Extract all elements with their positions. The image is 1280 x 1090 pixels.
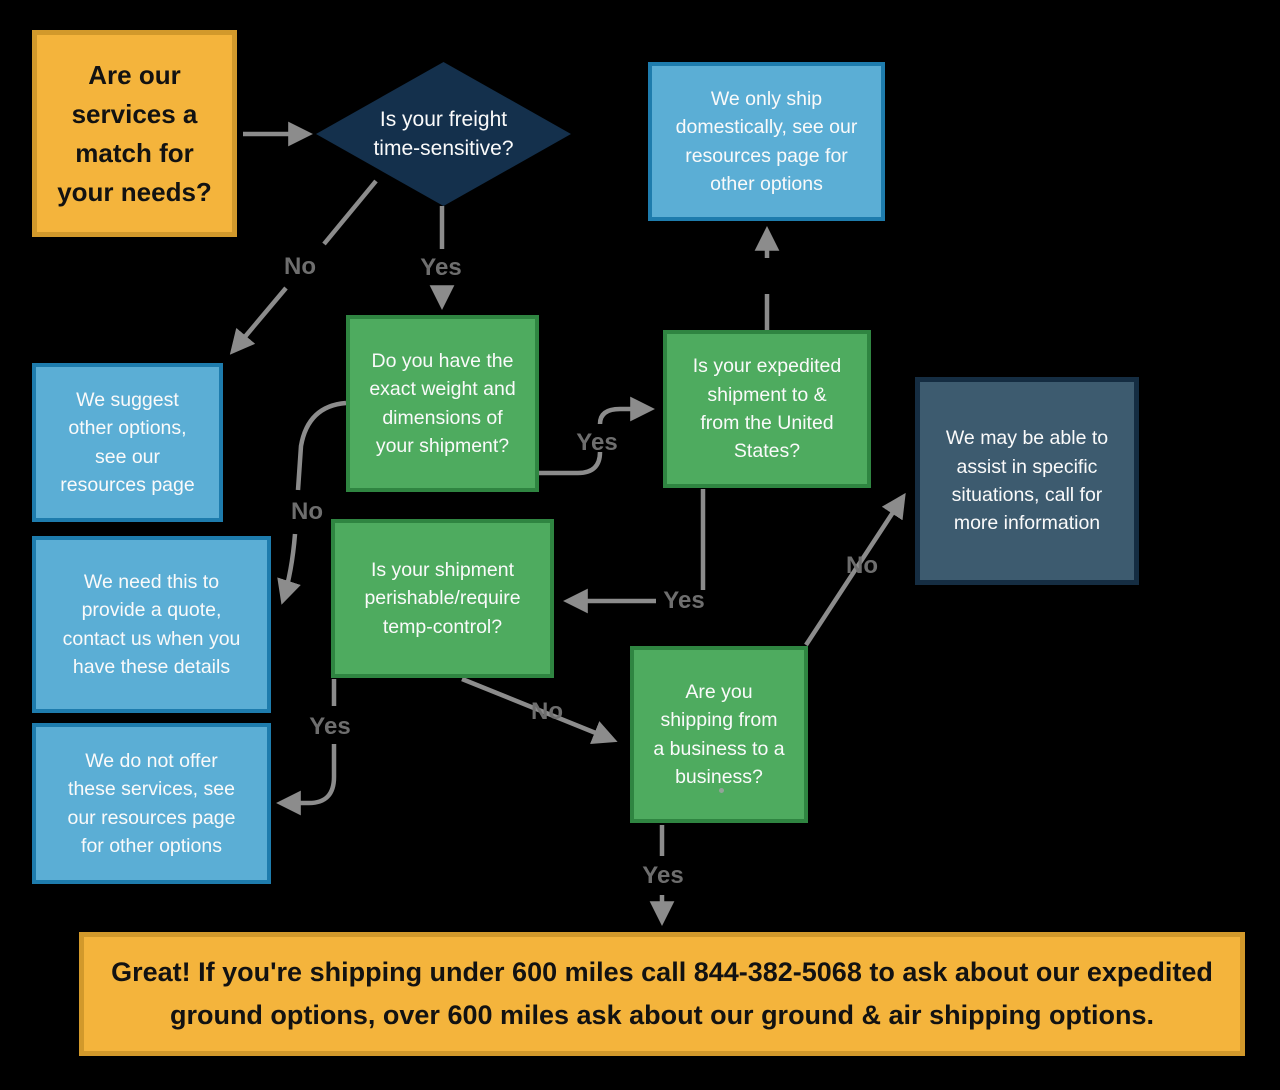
node-assist-result: We may be able to assist in specific sit… bbox=[915, 377, 1139, 585]
node-perishable-question: Is your shipment perishable/require temp… bbox=[331, 519, 554, 678]
node-time-sensitive-decision: Is your freight time-sensitive? bbox=[316, 62, 571, 206]
node-expedited-us-question: Is your expedited shipment to & from the… bbox=[663, 330, 871, 488]
edge-label-weight-no: No bbox=[291, 498, 323, 525]
node-final-result: Great! If you're shipping under 600 mile… bbox=[79, 932, 1245, 1056]
node-weight-dimensions-question: Do you have the exact weight and dimensi… bbox=[346, 315, 539, 492]
node-business-to-business-question: Are you shipping from a business to a bu… bbox=[630, 646, 808, 823]
arrow-time-sensitive-no-segment bbox=[322, 179, 378, 246]
arrow-weight-yes-to-expedited bbox=[597, 396, 655, 425]
node-domestic-only-result: We only ship domestically, see our resou… bbox=[648, 62, 885, 221]
arrow-weight-no-segment bbox=[295, 400, 347, 491]
arrow-weight-no-to-need-details bbox=[277, 533, 301, 605]
stray-dot bbox=[719, 788, 724, 793]
node-start-question: Are our services a match for your needs? bbox=[32, 30, 237, 237]
arrow-perishable-yes-to-no-services bbox=[276, 744, 337, 816]
edge-label-time-sensitive-yes: Yes bbox=[420, 254, 462, 281]
edge-label-b2b-no: No bbox=[846, 552, 878, 579]
edge-label-expedited-yes: Yes bbox=[663, 587, 705, 614]
edge-label-perishable-no: No bbox=[531, 698, 563, 725]
node-suggest-options-result: We suggest other options, see our resour… bbox=[32, 363, 223, 522]
edge-label-perishable-yes: Yes bbox=[309, 713, 351, 740]
node-need-details-result: We need this to provide a quote, contact… bbox=[32, 536, 271, 713]
edge-label-time-sensitive-no: No bbox=[284, 253, 316, 280]
edge-label-weight-yes: Yes bbox=[576, 429, 618, 456]
node-no-services-result: We do not offer these services, see our … bbox=[32, 723, 271, 884]
arrow-time-sensitive-no-to-suggest bbox=[229, 286, 288, 355]
edge-label-b2b-yes: Yes bbox=[642, 862, 684, 889]
